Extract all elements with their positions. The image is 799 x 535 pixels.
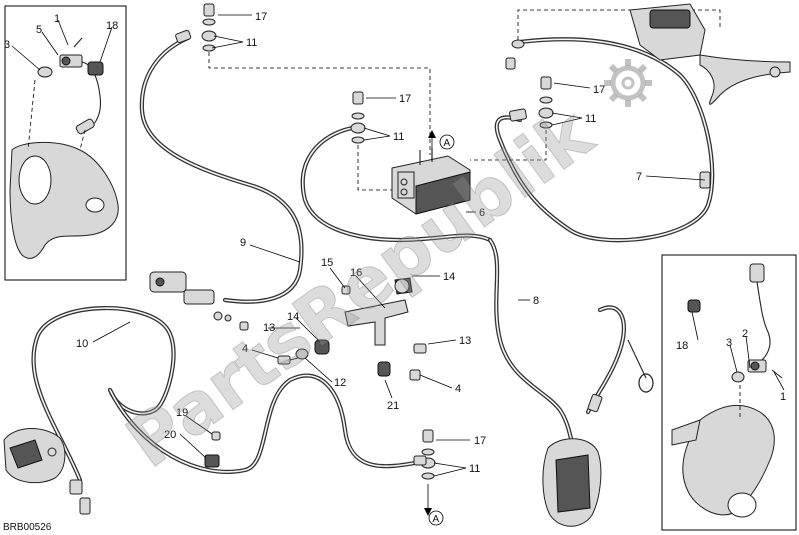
part-labels: 17 11 17 11 17 11 7 6 9 15 16 14 14 13 1… bbox=[76, 11, 642, 475]
banjo-bolt-right bbox=[538, 76, 554, 129]
clamp-20 bbox=[204, 454, 220, 468]
front-brake-caliper bbox=[542, 438, 602, 527]
label-18-front: 18 bbox=[676, 340, 688, 352]
label-13-right: 13 bbox=[459, 335, 471, 347]
bolt-4-right bbox=[409, 369, 421, 381]
banjo-bolt-bottom bbox=[420, 429, 436, 480]
label-4-left: 4 bbox=[242, 343, 248, 355]
arrow-letter-bottom: A bbox=[433, 514, 440, 525]
label-11-mid: 11 bbox=[393, 131, 404, 143]
front-fork-foot bbox=[682, 404, 775, 516]
label-7: 7 bbox=[636, 171, 642, 183]
grommet-14 bbox=[314, 339, 330, 355]
label-17-bottom: 17 bbox=[474, 435, 486, 447]
rear-brake-caliper bbox=[3, 428, 91, 515]
banjo-bolt-master bbox=[505, 39, 525, 70]
banjo-bolt-top bbox=[201, 3, 217, 52]
front-speed-sensor bbox=[747, 263, 771, 373]
label-6: 6 bbox=[479, 207, 485, 219]
label-4-right: 4 bbox=[455, 383, 461, 395]
hose-bracket bbox=[344, 277, 413, 346]
label-17-right: 17 bbox=[593, 84, 605, 96]
rear-sensor-screw bbox=[73, 37, 83, 48]
label-2-front: 2 bbox=[742, 328, 748, 340]
label-11-top: 11 bbox=[246, 37, 257, 49]
brake-hose-9 bbox=[139, 35, 304, 304]
brake-hoses bbox=[31, 35, 715, 483]
rear-inset-frame bbox=[4, 5, 127, 281]
label-12: 12 bbox=[334, 377, 346, 389]
label-10: 10 bbox=[76, 338, 88, 350]
label-14-lower: 14 bbox=[287, 311, 299, 323]
label-9: 9 bbox=[240, 237, 246, 249]
label-17-top: 17 bbox=[255, 11, 267, 23]
rear-sensor-spacer bbox=[37, 66, 53, 78]
label-11-bottom: 11 bbox=[469, 463, 480, 475]
label-16: 16 bbox=[350, 267, 362, 279]
label-21: 21 bbox=[387, 400, 399, 412]
label-20: 20 bbox=[164, 429, 176, 441]
front-sensor-clip bbox=[687, 299, 701, 313]
label-19: 19 bbox=[176, 407, 188, 419]
spacer-21 bbox=[377, 361, 391, 377]
front-sensor-spacer bbox=[731, 371, 745, 383]
bolt-13-left bbox=[239, 321, 249, 331]
label-18: 18 bbox=[106, 20, 118, 32]
leader-lines bbox=[92, 14, 706, 477]
reference-arrow-bottom: A bbox=[424, 484, 444, 526]
label-14-upper: 14 bbox=[443, 271, 455, 283]
front-inset-frame bbox=[661, 254, 797, 531]
watermark: PartsRepublik bbox=[111, 59, 652, 484]
label-1-front: 1 bbox=[780, 391, 786, 403]
gear-icon bbox=[604, 59, 652, 107]
small-fasteners bbox=[204, 285, 427, 468]
arrow-letter-top: A bbox=[444, 138, 451, 149]
brake-hose-8 bbox=[487, 237, 578, 455]
bolt-15 bbox=[341, 285, 351, 295]
label-8: 8 bbox=[533, 295, 539, 307]
rear-sensor-inset: 1 18 5 3 bbox=[4, 5, 127, 281]
brake-lever bbox=[699, 54, 791, 105]
front-sensor-inset: 18 3 2 1 bbox=[661, 254, 797, 531]
diagram-code: BRB00526 bbox=[3, 522, 52, 533]
screw-4-left bbox=[277, 355, 299, 365]
banjo-bolt-mid bbox=[350, 91, 366, 144]
label-15: 15 bbox=[321, 257, 333, 269]
label-17-mid: 17 bbox=[399, 93, 411, 105]
brake-distributor bbox=[149, 271, 232, 322]
reference-arrow-top: A bbox=[428, 130, 455, 160]
bolt-13-right bbox=[413, 343, 427, 354]
label-5: 5 bbox=[36, 24, 42, 36]
label-3: 3 bbox=[4, 39, 10, 51]
rear-speed-sensor bbox=[59, 54, 102, 135]
rear-bracket-hole bbox=[18, 155, 52, 205]
reference-lines bbox=[208, 9, 721, 191]
washer-12 bbox=[295, 348, 309, 360]
label-1: 1 bbox=[54, 13, 60, 25]
screw-19 bbox=[211, 431, 221, 441]
front-master-cylinder bbox=[629, 3, 791, 105]
abs-modulator bbox=[391, 148, 471, 215]
label-3-front: 3 bbox=[726, 337, 732, 349]
label-13-left: 13 bbox=[263, 322, 275, 334]
label-11-right: 11 bbox=[585, 113, 596, 125]
rear-sensor-clip bbox=[87, 61, 104, 76]
